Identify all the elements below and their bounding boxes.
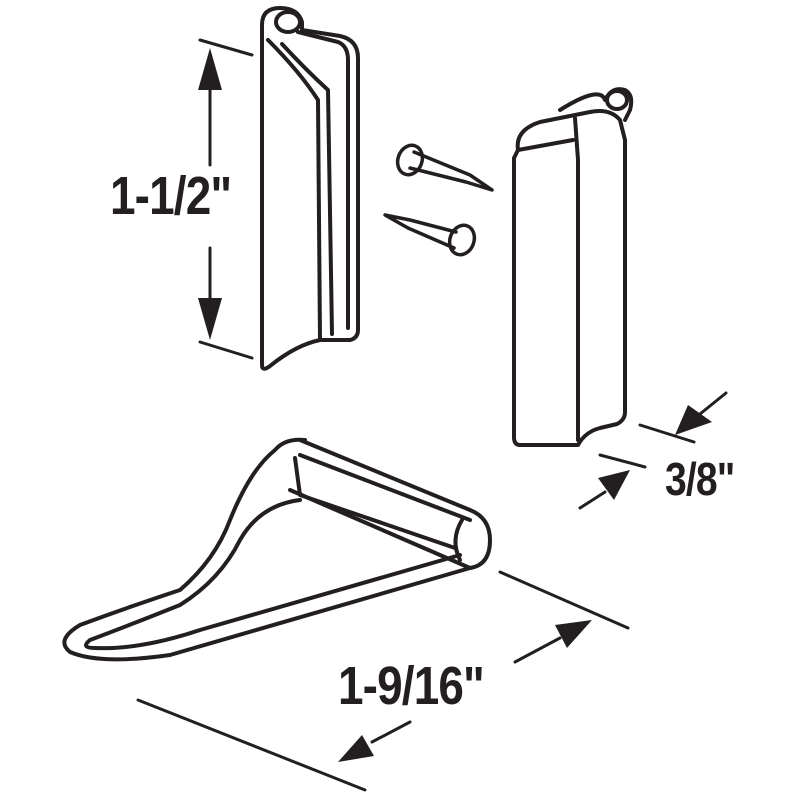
nails xyxy=(383,143,494,257)
dimension-height xyxy=(198,38,254,360)
pull-handle xyxy=(62,437,492,662)
dimension-label-height: 1-1/2" xyxy=(110,166,232,226)
clip-left xyxy=(260,6,360,371)
dimension-label-width: 1-9/16" xyxy=(338,656,485,716)
dimension-thickness xyxy=(578,391,728,510)
dimension-width xyxy=(136,570,630,792)
dimension-label-thickness: 3/8" xyxy=(665,453,735,505)
clip-right xyxy=(512,87,634,447)
